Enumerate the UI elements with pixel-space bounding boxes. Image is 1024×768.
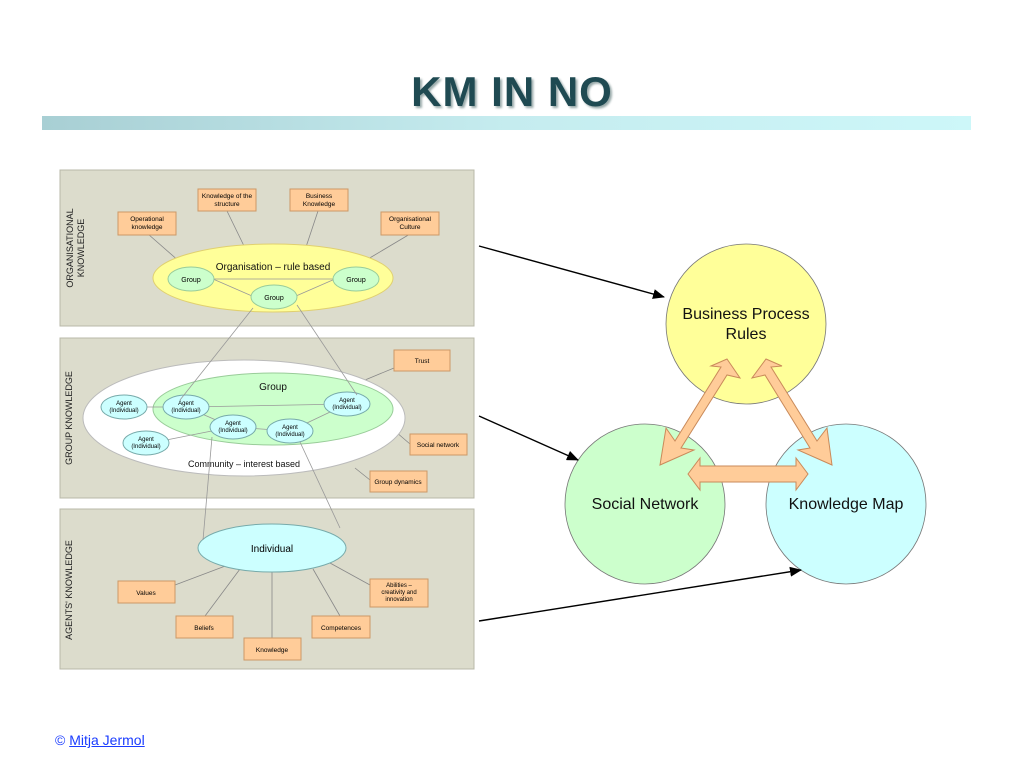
business-process-label: Business Process <box>682 306 809 323</box>
trust-label: Trust <box>415 358 430 365</box>
cross-panel-connectors <box>179 304 358 541</box>
business-knowledge-label-2: Knowledge <box>303 201 336 208</box>
operational-knowledge-box <box>117 211 177 236</box>
org-group-center-label: Group <box>264 295 284 302</box>
abilities-label-2: creativity and <box>381 590 416 596</box>
copyright-symbol: © <box>55 732 66 748</box>
group-side-label: GROUP KNOWLEDGE <box>64 371 74 465</box>
values-box <box>117 580 176 604</box>
knowledge-map-circle <box>765 423 927 585</box>
agents-panel: AGENTS' KNOWLEDGE Individual Values Beli… <box>59 508 475 670</box>
agent-node-6-sublabel: (Individual) <box>131 444 160 450</box>
agent-node-4-label: Agent <box>225 421 241 427</box>
panel-arrows <box>478 245 802 622</box>
structure-knowledge-box <box>197 188 257 212</box>
agent-node-1-label: Agent <box>116 401 132 407</box>
abilities-label: Abilities – <box>386 583 412 589</box>
arrow-agents-to-knowledge <box>478 566 802 622</box>
knowledge-label: Knowledge <box>256 647 289 654</box>
structure-knowledge-label: Knowledge of the <box>202 193 253 200</box>
page-title: KM IN NO <box>411 68 613 115</box>
social-network-circle-label: Social Network <box>592 496 700 513</box>
operational-knowledge-label: Operational <box>130 216 164 223</box>
agent-node-3-sublabel: (Individual) <box>332 405 361 411</box>
agent-node-1 <box>100 394 148 420</box>
organisation-ellipse <box>152 243 394 313</box>
right-diagram: Business Process Rules Social Network Kn… <box>564 243 927 585</box>
competences-box <box>311 615 371 639</box>
social-network-label: Social network <box>417 442 460 449</box>
agent-node-4-sublabel: (Individual) <box>218 428 247 434</box>
author-link[interactable]: Mitja Jermol <box>69 732 145 748</box>
agent-node-2-label: Agent <box>178 401 194 407</box>
group-dynamics-label: Group dynamics <box>374 479 422 486</box>
organisational-culture-label: Organisational <box>389 216 431 223</box>
agent-node-5 <box>266 418 314 444</box>
agent-node-1-sublabel: (Individual) <box>109 408 138 414</box>
agent-node-6 <box>122 430 170 456</box>
organisational-panel: ORGANISATIONAL KNOWLEDGE Organisation – … <box>59 169 475 327</box>
org-group-right <box>332 266 380 292</box>
agent-node-5-sublabel: (Individual) <box>275 432 304 438</box>
individual-label: Individual <box>251 544 293 555</box>
beliefs-box <box>175 615 234 639</box>
business-process-circle <box>665 243 827 405</box>
org-group-center <box>250 284 298 310</box>
competences-label: Competences <box>321 625 362 632</box>
organisational-culture-label-2: Culture <box>400 224 421 231</box>
agent-node-4 <box>209 414 257 440</box>
group-panel: GROUP KNOWLEDGE Group Community – intere… <box>59 337 475 499</box>
organisational-culture-box <box>380 211 440 236</box>
business-knowledge-box <box>289 188 349 212</box>
community-label: Community – interest based <box>188 459 300 469</box>
social-network-circle <box>564 423 726 585</box>
arrow-business-social <box>659 358 742 466</box>
business-knowledge-label: Business <box>306 193 333 200</box>
beliefs-label: Beliefs <box>194 625 214 632</box>
arrow-business-knowledge <box>750 358 833 466</box>
footer-credit: © Mitja Jermol <box>55 732 145 748</box>
knowledge-box <box>243 637 302 661</box>
knowledge-map-label: Knowledge Map <box>789 496 904 513</box>
trust-box <box>393 349 451 372</box>
abilities-label-3: innovation <box>385 597 412 603</box>
group-dynamics-box <box>369 470 428 493</box>
agent-node-2 <box>162 394 210 420</box>
agent-node-5-label: Agent <box>282 425 298 431</box>
title-divider <box>42 116 971 130</box>
organisation-ellipse-label: Organisation – rule based <box>216 262 331 273</box>
org-group-left-label: Group <box>181 277 201 284</box>
org-group-right-label: Group <box>346 277 366 284</box>
agents-side-label: AGENTS' KNOWLEDGE <box>64 540 74 640</box>
arrow-group-to-social <box>478 415 579 461</box>
operational-knowledge-label-2: knowledge <box>131 224 162 231</box>
agent-node-3-label: Agent <box>339 398 355 404</box>
abilities-box <box>369 578 429 608</box>
org-group-left <box>167 266 215 292</box>
business-process-label-2: Rules <box>726 326 767 343</box>
organisational-side-label-2: KNOWLEDGE <box>76 219 86 278</box>
organisational-side-label: ORGANISATIONAL <box>65 208 75 287</box>
individual-ellipse <box>197 523 347 573</box>
agent-node-6-label: Agent <box>138 437 154 443</box>
group-ellipse-label: Group <box>259 382 287 393</box>
structure-knowledge-label-2: structure <box>214 201 240 208</box>
agent-node-2-sublabel: (Individual) <box>171 408 200 414</box>
social-network-box <box>409 433 468 456</box>
agent-node-3 <box>323 391 371 417</box>
values-label: Values <box>136 590 156 597</box>
arrow-org-to-business <box>478 245 665 299</box>
arrow-social-knowledge <box>687 456 809 492</box>
